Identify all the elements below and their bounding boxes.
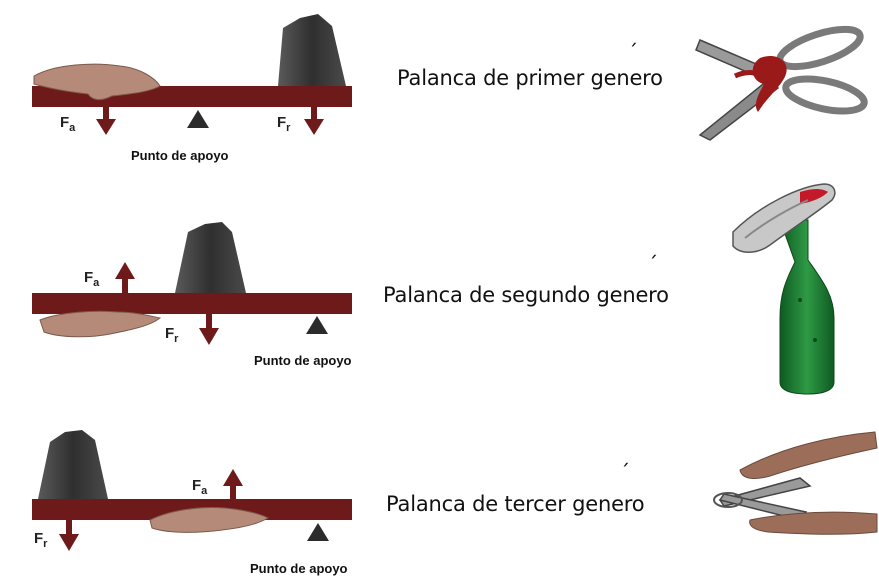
caption-second-class: Palanca de segundo genero: [383, 283, 669, 307]
applied-force-label: Fa: [84, 269, 100, 289]
resistance-force-arrow: [304, 106, 324, 135]
fulcrum: [306, 316, 328, 334]
applied-force-label: Fa: [192, 477, 208, 497]
applied-force-arrow: [223, 469, 243, 500]
caption-third-class: Palanca de tercer genero: [386, 492, 645, 516]
resistance-weight: [278, 14, 346, 86]
fulcrum: [307, 523, 329, 541]
caption-accent: ´: [628, 40, 638, 64]
hand: [149, 507, 270, 533]
caption-accent: ´: [648, 252, 658, 276]
lever-beam: [32, 293, 352, 314]
lever-third-class: Fa Fr Punto de apoyo: [32, 430, 878, 576]
caption-accent: ´: [620, 460, 630, 484]
caption-first-class: Palanca de primer genero: [397, 66, 663, 90]
lever-second-class: Fa Fr Punto de apoyo: [32, 183, 836, 395]
resistance-force-arrow: [59, 520, 79, 551]
resistance-force-label: Fr: [277, 114, 291, 134]
scissors-icon: [695, 25, 868, 141]
tongs-icon: [713, 431, 878, 535]
hand: [33, 63, 161, 101]
fulcrum-label: Punto de apoyo: [254, 353, 352, 368]
resistance-force-label: Fr: [165, 325, 179, 345]
applied-force-label: Fa: [60, 114, 76, 134]
applied-force-arrow: [115, 262, 135, 293]
lever-first-class: Fa Fr Punto de apoyo: [32, 14, 868, 163]
hand: [39, 310, 162, 338]
resistance-weight: [38, 430, 108, 499]
resistance-force-arrow: [199, 314, 219, 345]
resistance-force-label: Fr: [34, 530, 48, 550]
fulcrum-label: Punto de apoyo: [250, 561, 348, 576]
resistance-weight: [175, 222, 246, 293]
applied-force-arrow: [96, 106, 116, 135]
fulcrum-label: Punto de apoyo: [131, 148, 229, 163]
bottle-opener-icon: [732, 183, 836, 395]
fulcrum: [187, 110, 209, 128]
